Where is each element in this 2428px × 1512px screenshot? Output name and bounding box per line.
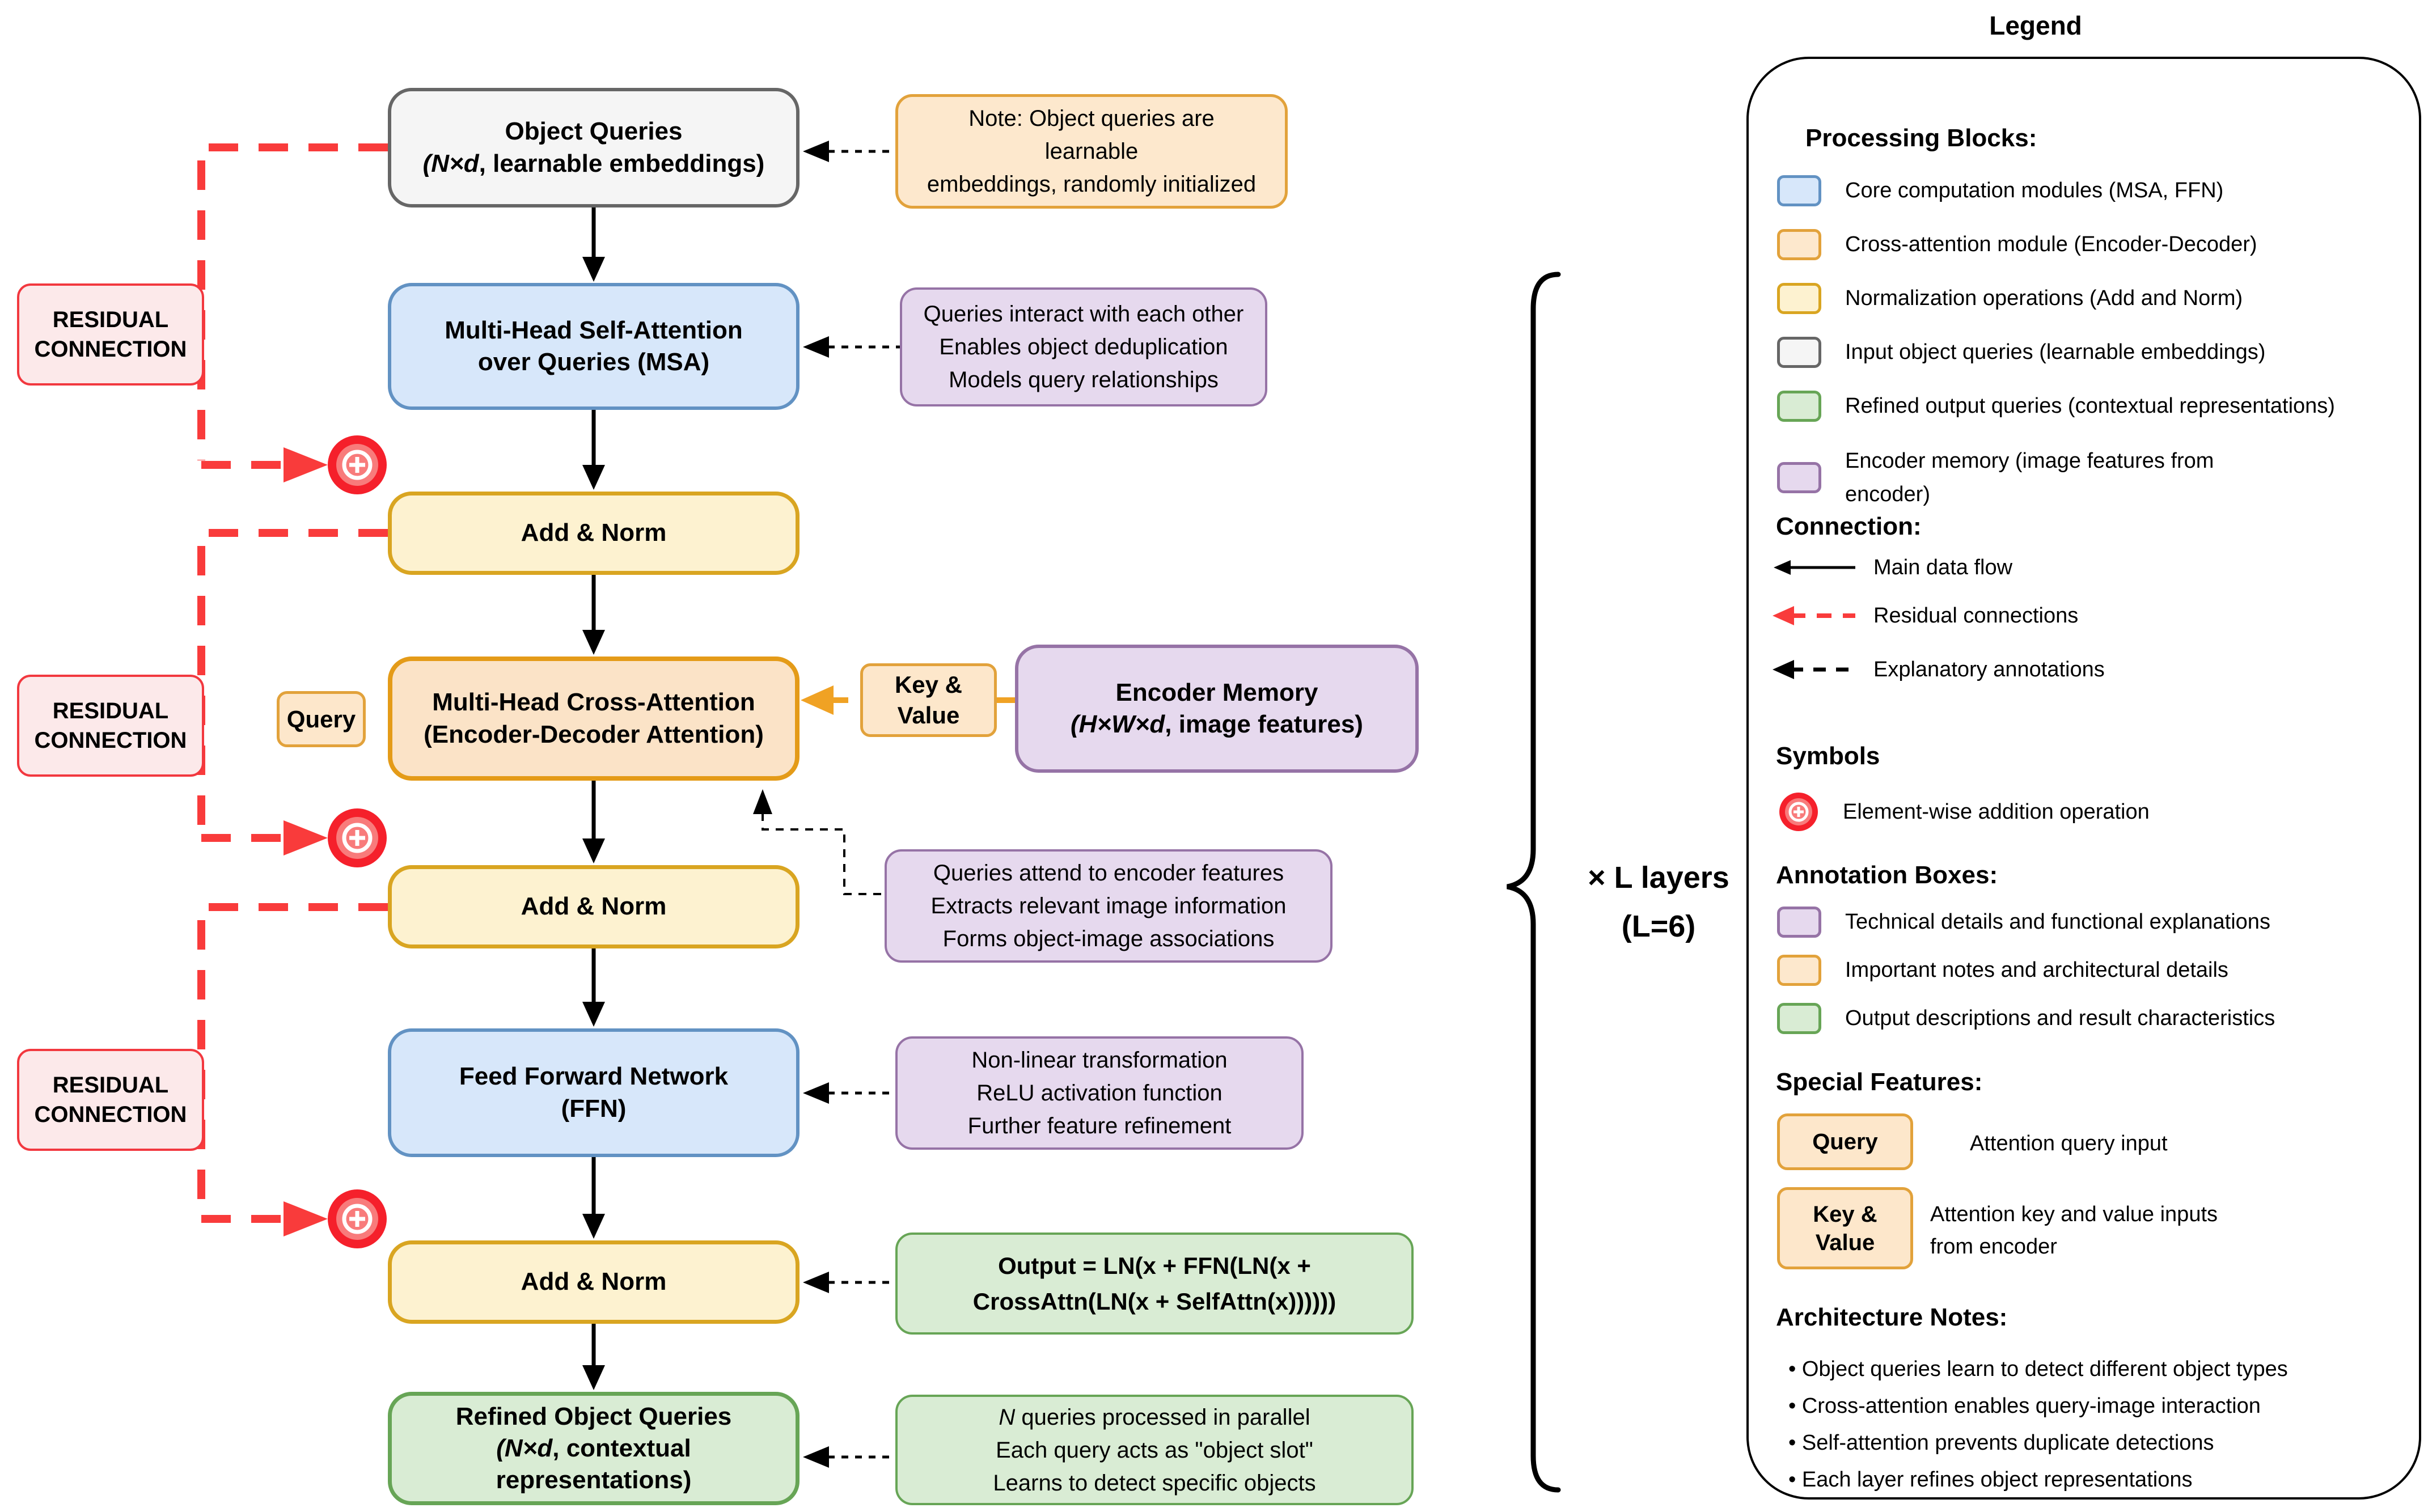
block-object-queries: Object Queries (N×d, learnable embedding… <box>388 88 800 207</box>
layers-brace <box>1507 272 1561 1493</box>
block-subtitle: representations) <box>496 1466 692 1494</box>
legend-item: Explanatory annotations <box>1771 657 2105 682</box>
annotation-cross-attention: Queries attend to encoder features Extra… <box>885 849 1333 963</box>
legend-note-bullet: • Self-attention prevents duplicate dete… <box>1788 1431 2214 1455</box>
legend-item: Refined output queries (contextual repre… <box>1777 391 2335 422</box>
green-swatch <box>1777 391 1821 422</box>
block-title: Add & Norm <box>521 892 667 921</box>
legend-item: Residual connections <box>1771 603 2078 628</box>
legend-header-symbols: Symbols <box>1776 742 1880 770</box>
blue-swatch <box>1777 175 1821 206</box>
key-value-arrow <box>801 685 1015 715</box>
block-title: (FFN) <box>561 1094 627 1123</box>
legend-item: Element-wise addition operation <box>1777 790 2150 833</box>
purple-swatch <box>1777 907 1821 938</box>
legend-item: Normalization operations (Add and Norm) <box>1777 283 2243 314</box>
residual-connection-label-3: RESIDUAL CONNECTION <box>17 1049 204 1151</box>
green-swatch <box>1777 1003 1821 1034</box>
dashed-black-arrow-icon <box>1773 660 1855 679</box>
plus-circle-icon <box>328 1189 387 1248</box>
key-value-tag: Key & Value <box>860 663 997 737</box>
legend-query-tag: Query <box>1777 1113 1913 1170</box>
legend-query-desc: Attention query input <box>1970 1132 2168 1155</box>
annotation-ffn: Non-linear transformation ReLU activatio… <box>895 1036 1304 1150</box>
block-refined-queries: Refined Object Queries (N×d, contextual … <box>388 1392 800 1505</box>
block-cross-attention: Multi-Head Cross-Attention (Encoder-Deco… <box>388 657 800 781</box>
main-flow-arrows <box>582 207 605 1390</box>
legend-note-bullet: • Object queries learn to detect differe… <box>1788 1357 2288 1381</box>
orange-swatch <box>1777 229 1821 260</box>
layers-count-label: × L layers (L=6) <box>1588 861 1729 944</box>
residual-connections <box>197 143 388 1223</box>
block-add-norm-1: Add & Norm <box>388 492 800 575</box>
plus-circle-icon <box>328 808 387 867</box>
legend-item: Input object queries (learnable embeddin… <box>1777 337 2265 368</box>
legend-item: Important notes and architectural detail… <box>1777 955 2228 986</box>
legend-note-bullet: • Each layer refines object representati… <box>1788 1468 2193 1492</box>
legend-header-architecture-notes: Architecture Notes: <box>1776 1303 2008 1331</box>
block-title: Add & Norm <box>521 1268 667 1296</box>
purple-swatch <box>1777 462 1821 494</box>
block-title: over Queries (MSA) <box>477 348 710 376</box>
annotation-arrows <box>803 141 900 1468</box>
block-title: (Encoder-Decoder Attention) <box>424 720 764 748</box>
plus-circle-icon <box>1779 793 1818 831</box>
block-ffn: Feed Forward Network (FFN) <box>388 1028 800 1157</box>
block-title: Refined Object Queries <box>455 1402 732 1430</box>
block-subtitle: (N×d, learnable embeddings) <box>422 149 765 177</box>
legend-item: Technical details and functional explana… <box>1777 907 2270 938</box>
block-add-norm-3: Add & Norm <box>388 1240 800 1324</box>
block-title: Feed Forward Network <box>459 1062 729 1091</box>
solid-black-arrow-icon <box>1774 560 1855 575</box>
legend-item: Main data flow <box>1771 555 2012 580</box>
block-title: Add & Norm <box>521 519 667 547</box>
block-subtitle: (N×d, contextual <box>496 1434 691 1462</box>
legend-header-special-features: Special Features: <box>1776 1068 1983 1096</box>
annotation-msa: Queries interact with each other Enables… <box>900 287 1267 406</box>
legend-item: Output descriptions and result character… <box>1777 1003 2275 1034</box>
plus-circle-icon <box>328 435 387 494</box>
block-title: Object Queries <box>505 117 683 146</box>
annotation-refined: N queries processed in parallel Each que… <box>895 1395 1414 1505</box>
block-title: Multi-Head Cross-Attention <box>432 688 755 717</box>
block-title: Multi-Head Self-Attention <box>445 316 743 344</box>
legend-key-value-tag: Key & Value <box>1777 1187 1913 1269</box>
legend-key-value-desc: Attention key and value inputs from enco… <box>1930 1202 2218 1259</box>
legend-title: Legend <box>1989 11 2082 40</box>
block-msa: Multi-Head Self-Attention over Queries (… <box>388 283 800 410</box>
annotation-output-formula: Output = LN(x + FFN(LN(x + CrossAttn(LN(… <box>895 1233 1414 1335</box>
block-encoder-memory: Encoder Memory (H×W×d, image features) <box>1015 645 1419 773</box>
gray-swatch <box>1777 337 1821 368</box>
legend-item: Encoder memory (image features from enco… <box>1777 444 2214 511</box>
legend-item: Core computation modules (MSA, FFN) <box>1777 175 2223 206</box>
legend-panel: Processing Blocks: Core computation modu… <box>1746 57 2421 1500</box>
block-title: Encoder Memory <box>1115 678 1318 706</box>
residual-arrowheads <box>284 447 328 1236</box>
cross-annotation-elbow <box>753 789 885 895</box>
block-subtitle: (H×W×d, image features) <box>1071 710 1363 738</box>
dashed-red-arrow-icon <box>1773 606 1855 625</box>
yellow-swatch <box>1777 283 1821 314</box>
query-tag: Query <box>277 691 366 747</box>
legend-header-connections: Connection: <box>1776 513 1922 540</box>
legend-header-annotation-boxes: Annotation Boxes: <box>1776 861 1998 889</box>
legend-item: Cross-attention module (Encoder-Decoder) <box>1777 229 2257 260</box>
legend-note-bullet: • Cross-attention enables query-image in… <box>1788 1394 2261 1418</box>
block-add-norm-2: Add & Norm <box>388 865 800 948</box>
orange-swatch <box>1777 955 1821 986</box>
residual-connection-label-2: RESIDUAL CONNECTION <box>17 675 204 777</box>
legend-header-processing: Processing Blocks: <box>1805 124 2037 152</box>
annotation-note: Note: Object queries are learnable embed… <box>895 94 1288 209</box>
residual-connection-label-1: RESIDUAL CONNECTION <box>17 283 204 386</box>
